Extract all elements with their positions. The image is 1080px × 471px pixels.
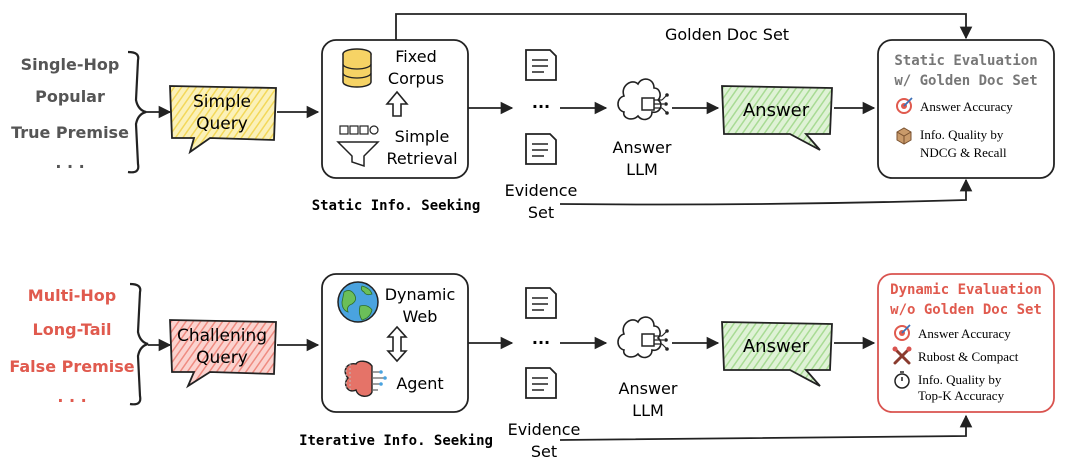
evaluation-title-line: Static Evaluation	[894, 53, 1037, 69]
query-bubble-line: Challening	[177, 326, 267, 346]
answer-bubble: Answer	[721, 85, 833, 151]
brain-chip-icon	[617, 316, 669, 359]
evaluation-item: Top-K Accuracy	[918, 388, 1005, 403]
document-icon	[525, 287, 557, 319]
query-type: Single-Hop	[21, 55, 120, 74]
target-icon	[896, 97, 913, 114]
answer-bubble: Answer	[721, 321, 833, 387]
static-retrieval-box: Fixed Corpus Simple Retrieval	[321, 39, 469, 179]
evaluation-item: Answer Accuracy	[918, 326, 1011, 341]
static-evaluation-box: Static Evaluation w/ Golden Doc Set Answ…	[877, 39, 1055, 179]
query-bubble-line: Query	[196, 114, 248, 134]
evaluation-item: NDCG & Recall	[920, 145, 1007, 160]
golden-doc-connector	[395, 13, 973, 40]
document-icon	[525, 49, 557, 81]
ellipsis: ···	[532, 97, 550, 116]
retrieval-source-line: Web	[403, 307, 438, 326]
retrieval-source-line: Dynamic	[385, 285, 456, 304]
evaluation-item: Answer Accuracy	[920, 99, 1013, 114]
bottom-brace	[129, 282, 149, 406]
evidence-connector	[559, 414, 973, 441]
evaluation-title-line: w/o Golden Doc Set	[890, 302, 1042, 318]
query-bubble-line: Simple	[193, 92, 251, 112]
query-type: False Premise	[9, 357, 134, 376]
database-icon	[342, 48, 372, 88]
retrieval-method-line: Retrieval	[386, 149, 457, 168]
document-icon	[525, 133, 557, 165]
simple-query-bubble: Simple Query	[169, 85, 277, 155]
answer-text: Answer	[743, 100, 810, 121]
llm-label-line: Answer	[619, 379, 678, 398]
retrieval-source-line: Corpus	[388, 69, 444, 88]
dynamic-evaluation-box: Dynamic Evaluation w/o Golden Doc Set An…	[877, 273, 1055, 413]
top-brace	[127, 50, 147, 174]
evidence-set-line: Set	[531, 442, 557, 461]
tools-icon	[892, 346, 912, 365]
evaluation-title-line: w/ Golden Doc Set	[894, 73, 1037, 89]
box-icon	[896, 127, 912, 145]
golden-doc-label: Golden Doc Set	[665, 25, 789, 44]
brain-chip-icon	[617, 78, 669, 121]
query-type: True Premise	[11, 123, 129, 142]
answer-text: Answer	[743, 336, 810, 357]
challening-query-bubble: Challening Query	[169, 319, 277, 389]
query-type: . . .	[55, 153, 84, 172]
retrieval-method-line: Agent	[396, 374, 443, 393]
up-arrow-icon	[385, 90, 409, 117]
query-type: Long-Tail	[33, 320, 112, 339]
query-type: . . .	[57, 387, 86, 406]
document-icon	[525, 367, 557, 399]
retrieval-source-line: Fixed	[395, 47, 436, 66]
llm-label-line: Answer	[613, 138, 672, 157]
evidence-set-line: Set	[528, 203, 554, 222]
retrieval-caption: Static Info. Seeking	[312, 198, 481, 214]
iterative-retrieval-box: Dynamic Web Agent	[321, 273, 469, 413]
evaluation-item: Info. Quality by	[920, 127, 1004, 142]
filter-icon	[336, 125, 380, 168]
ellipsis: ···	[532, 333, 550, 352]
evidence-set-line: Evidence	[505, 181, 578, 200]
evidence-set-line: Evidence	[508, 420, 581, 439]
retrieval-method-line: Simple	[395, 127, 450, 146]
ai-brain-icon	[344, 360, 387, 397]
llm-label-line: LLM	[626, 160, 658, 179]
top-query-types: Single-Hop Popular True Premise . . .	[11, 55, 129, 172]
globe-icon	[337, 281, 379, 323]
query-type: Multi-Hop	[28, 286, 116, 305]
evaluation-item: Info. Quality by	[918, 372, 1002, 387]
retrieval-caption: Iterative Info. Seeking	[299, 433, 493, 449]
target-icon	[894, 324, 911, 341]
evaluation-item: Rubost & Compact	[918, 349, 1019, 364]
double-arrow-icon	[386, 325, 408, 363]
query-type: Popular	[35, 87, 105, 106]
top-row: Single-Hop Popular True Premise . . . Si…	[11, 13, 1055, 222]
evidence-connector	[559, 178, 973, 206]
stopwatch-icon	[894, 371, 910, 389]
bottom-query-types: Multi-Hop Long-Tail False Premise . . .	[9, 286, 134, 406]
evaluation-title-line: Dynamic Evaluation	[890, 282, 1042, 298]
llm-label-line: LLM	[632, 401, 664, 420]
query-bubble-line: Query	[196, 348, 248, 368]
bottom-row: Multi-Hop Long-Tail False Premise . . . …	[9, 273, 1055, 461]
